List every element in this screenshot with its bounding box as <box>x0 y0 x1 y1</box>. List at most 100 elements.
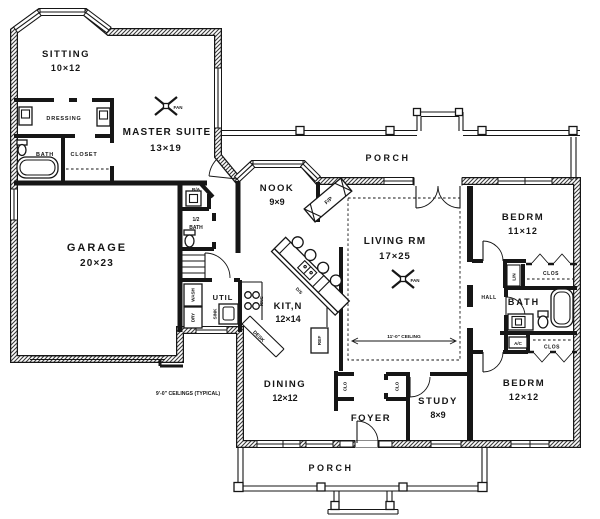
porch-post <box>568 125 578 136</box>
half-bath-label-2: BATH <box>189 225 203 231</box>
room-dims-study: 8×9 <box>430 410 445 420</box>
ceiling-fan-living <box>391 269 415 289</box>
room-label-kitchen: KIT,N <box>274 301 303 312</box>
garage-door <box>30 355 165 361</box>
porch-post <box>398 482 408 492</box>
window-sitting-top <box>39 8 86 16</box>
room-dims-bedroom-right: 11×12 <box>508 226 538 236</box>
windows <box>10 8 553 448</box>
window-sitting-left <box>12 9 42 34</box>
window-nook-top <box>252 160 304 168</box>
room-dims-living: 17×25 <box>379 251 411 262</box>
room-label-sitting: SITTING <box>42 49 90 60</box>
linen-label: LIN <box>512 273 517 280</box>
kitchen-desk <box>241 315 285 358</box>
return-air-grille <box>185 190 202 207</box>
dishwasher-label: D/S <box>295 286 304 295</box>
window-nook-left <box>233 161 256 183</box>
dryer-box <box>183 306 203 329</box>
desk-label: DESK <box>251 330 265 344</box>
porch-post <box>477 125 487 136</box>
closet-small-label-2: CLO <box>395 381 400 391</box>
bath-door <box>505 296 526 317</box>
refrigerator-label: REF <box>317 336 323 346</box>
bar-stool <box>329 274 343 287</box>
labels: SITTING 10×12 DRESSING BATH CLOSET MASTE… <box>36 49 560 473</box>
window-sitting-right <box>82 9 112 34</box>
fireplace-label: F/P <box>324 196 335 206</box>
room-label-bath: BATH <box>508 297 540 307</box>
range-label: RNG <box>259 296 264 306</box>
room-dims-sitting: 10×12 <box>51 63 81 73</box>
room-label-porch-bottom: PORCH <box>308 463 353 473</box>
return-air-label: R/A <box>192 187 201 193</box>
ceiling-fan-master <box>154 96 178 116</box>
bedroom-right-door <box>482 240 504 262</box>
kitchen-west-counter <box>240 281 263 320</box>
half-bath-label-1: 1/2 <box>193 217 200 223</box>
stair-shelves <box>182 254 205 274</box>
room-label-bedroom-bottom: BEDRM <box>503 378 545 389</box>
room-dims-garage: 20×23 <box>80 258 114 269</box>
window-master-right <box>214 67 222 129</box>
bar-stool <box>291 236 304 249</box>
window-dining-bottom-1 <box>256 440 284 448</box>
ac-box <box>508 336 528 349</box>
room-dims-dining: 12×12 <box>272 393 297 403</box>
fan-label-master: FAN <box>174 105 183 110</box>
room-label-porch-top: PORCH <box>365 153 410 163</box>
closet-label-1: CLOS <box>543 271 559 277</box>
room-dims-nook: 9×9 <box>269 197 284 207</box>
room-label-dressing: DRESSING <box>46 116 81 122</box>
closet-bifold-marks <box>531 253 573 363</box>
room-label-foyer: FOYER <box>351 413 391 424</box>
study-door <box>409 376 431 398</box>
closet-small-label-1: CLO <box>343 381 348 391</box>
room-dims-master: 13×19 <box>150 143 182 154</box>
fixtures: F/P <box>16 96 576 361</box>
doors <box>204 157 573 448</box>
window-dining-bottom-2 <box>282 440 301 448</box>
room-label-master-bath: BATH <box>36 152 54 158</box>
fan-label-living: FAN <box>411 278 420 283</box>
porch-post <box>385 125 395 136</box>
ac-label: A/C <box>514 341 523 346</box>
interior-walls <box>14 98 577 440</box>
window-bedroom-right-top-1 <box>497 177 526 185</box>
linen-box <box>506 264 521 287</box>
window-bedroom-bottom-2 <box>529 440 550 448</box>
master-tub <box>16 156 59 179</box>
room-label-hall: HALL <box>481 295 496 301</box>
ceiling-typical-note: 9'-0" CEILINGS (TYPICAL) <box>156 391 220 397</box>
master-to-nook-door <box>208 157 238 180</box>
vanity-right <box>96 107 111 127</box>
room-label-utility: UTIL <box>213 293 234 302</box>
room-label-master-closet: CLOSET <box>70 152 97 158</box>
bedroom-bottom-door <box>482 351 504 373</box>
front-door <box>354 420 379 448</box>
fireplace: F/P <box>303 177 353 223</box>
porch-post <box>412 107 422 117</box>
window-bedroom-bottom-1 <box>510 440 531 448</box>
room-dims-kitchen: 12×14 <box>275 314 300 324</box>
french-door-living <box>413 177 463 209</box>
hall-to-kitchen-door <box>204 252 231 279</box>
washer-box <box>183 283 203 307</box>
room-label-study: STUDY <box>418 396 458 407</box>
bar-stool <box>316 261 330 274</box>
porch-post <box>454 107 464 117</box>
porch-post <box>295 125 305 136</box>
window-study-bottom <box>430 440 462 448</box>
closet-label-2: CLOS <box>544 345 560 351</box>
room-label-living: LIVING RM <box>364 236 426 247</box>
room-label-dining: DINING <box>264 379 306 390</box>
room-label-bedroom-right: BEDRM <box>502 212 544 223</box>
porch-top-steps <box>416 111 464 131</box>
bar-stool <box>304 248 317 262</box>
window-garage-left <box>10 188 18 221</box>
sink-label: SINK <box>213 308 218 320</box>
washer-label: WASH <box>191 288 196 302</box>
window-bedroom-right-top-2 <box>524 177 553 185</box>
